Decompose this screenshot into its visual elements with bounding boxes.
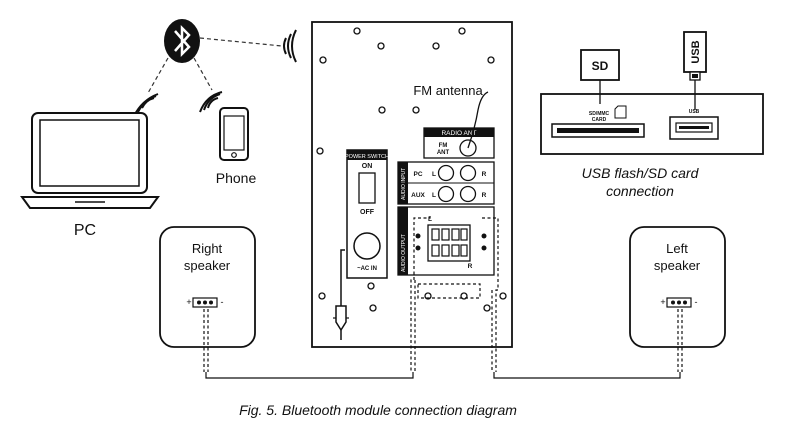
left-speaker-label-line2: speaker (654, 258, 701, 273)
right-speaker-label-line1: Right (192, 241, 223, 256)
right-speaker-label-line2: speaker (184, 258, 231, 273)
power-switch-label: POWER SWITCH (345, 154, 389, 160)
aux-r-jack (459, 185, 477, 203)
card-reader-panel: SD/MMC CARD USB (540, 93, 764, 155)
fm-antenna-jack (459, 139, 477, 157)
pc-r-jack (459, 164, 477, 182)
right-speaker: Right speaker + - (159, 226, 256, 348)
output-r-label: R (468, 263, 473, 270)
aux-input-label: AUX (411, 192, 425, 199)
wireless-signal-icon (283, 29, 297, 63)
usb-slot-label: USB (689, 109, 700, 115)
sd-slot-label-line1: SD/MMC (589, 111, 610, 117)
aux-input-l-label: L (432, 192, 436, 199)
figure-caption: Fig. 5. Bluetooth module connection diag… (239, 402, 517, 418)
speaker-terminal-minus: - (695, 297, 698, 307)
radio-ant-label: RADIO ANT (441, 130, 476, 137)
bluetooth-module-board: POWER SWITCH ON OFF ~AC IN RADIO ANT FM … (311, 21, 513, 348)
sd-slot-label-line2: CARD (592, 117, 607, 123)
output-l-label: L (428, 216, 432, 223)
pc-label: PC (74, 222, 96, 239)
fm-antenna-label: FM antenna (413, 83, 483, 98)
pc-input-label: PC (413, 171, 422, 178)
usb-flash-drive-icon: USB (683, 31, 707, 110)
ac-in-socket (353, 232, 381, 260)
usb-drive-label: USB (690, 40, 702, 63)
left-speaker-label-line1: Left (666, 241, 688, 256)
fm-label-line1: FM (439, 143, 448, 149)
pc-input-l-label: L (432, 171, 436, 178)
aux-input-r-label: R (482, 192, 487, 199)
fm-antenna-wire (467, 91, 489, 149)
laptop-icon (20, 112, 160, 209)
speaker-terminal-minus: - (221, 297, 224, 307)
speaker-wires (203, 216, 683, 379)
audio-output-label: AUDIO OUTPUT (401, 234, 407, 272)
switch-off-label: OFF (360, 209, 375, 216)
speaker-terminal-plus: + (186, 297, 191, 307)
fm-label-line2: ANT (437, 150, 450, 156)
phone-label: Phone (216, 170, 257, 186)
bluetooth-icon (164, 19, 200, 63)
power-switch (358, 172, 376, 204)
usb-sd-connection-label-line2: connection (606, 183, 674, 199)
switch-on-label: ON (362, 163, 373, 170)
sd-card-icon: SD (580, 49, 620, 104)
bluetooth-links (147, 37, 283, 94)
audio-input-label: AUDIO INPUT (401, 168, 407, 200)
aux-l-jack (437, 185, 455, 203)
wireless-signal-icon (199, 91, 223, 113)
sd-card-label: SD (592, 59, 609, 73)
usb-sd-connection-label-line1: USB flash/SD card (582, 165, 700, 181)
mounting-holes (316, 27, 507, 312)
phone-icon (219, 107, 249, 161)
ac-in-label: ~AC IN (357, 266, 377, 272)
power-plug-icon (333, 305, 349, 340)
speaker-terminal-plus: + (660, 297, 665, 307)
pc-input-r-label: R (482, 171, 487, 178)
left-speaker: Left speaker + - (629, 226, 726, 348)
pc-l-jack (437, 164, 455, 182)
